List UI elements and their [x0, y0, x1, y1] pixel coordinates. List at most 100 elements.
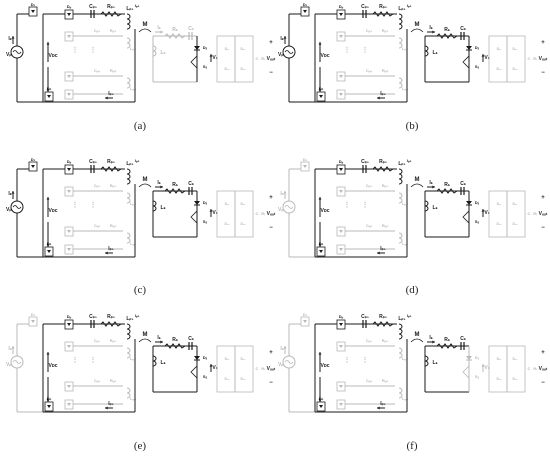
vout-label: Vₒᵤₜ [267, 366, 276, 372]
da-label: Dₐ [475, 45, 480, 50]
cpn-label: Cₚₙ [366, 68, 373, 73]
da-diode [466, 356, 472, 360]
lpn-inductor [398, 387, 403, 399]
dr3-label: Dᵣ₃ [224, 67, 229, 71]
sa-switch-icon [462, 55, 470, 69]
coiln-switch-diode [67, 230, 71, 233]
cp2-label: Cₚ₂ [366, 338, 373, 343]
dn-label: Dₙ [47, 396, 52, 401]
primary-dp-label: Dₚ [67, 159, 72, 164]
rp1-label: Rₚ₁ [107, 159, 115, 165]
rp2-label: Rₚ₂ [110, 28, 117, 33]
coil2-switch-diode [339, 190, 343, 193]
dr3-label: Dᵣ₃ [496, 377, 501, 381]
sa-switch-icon [190, 365, 198, 379]
dr2-label: Dᵣ₂ [513, 47, 518, 51]
mutual-label: M [143, 332, 148, 338]
primary-dp-label: Dₚ [67, 314, 72, 319]
da-diode [466, 46, 472, 50]
lower-switch-dn-diode [47, 95, 51, 98]
vdc-arrow-down-head [46, 89, 50, 92]
lp1-label: Lₚ₁ [398, 6, 405, 12]
lpn-inductor [398, 77, 403, 89]
dr4-label: Dᵣ₄ [240, 377, 245, 381]
vout-label: Vₒᵤₜ [267, 56, 276, 62]
vout-minus: − [269, 225, 273, 231]
da-label: Dₐ [203, 355, 208, 360]
dr1-label: Dᵣ₁ [225, 202, 230, 206]
lower-inner-switch-diode [67, 93, 71, 96]
vdc-arrow-down-head [46, 399, 50, 402]
source-switch-d1-diode [303, 165, 307, 168]
sa-label: Sₐ [203, 64, 208, 69]
lower-inner-switch-diode [67, 403, 71, 406]
lower-switch-dn-diode [319, 405, 323, 408]
cs-label: Cₛ [460, 26, 466, 32]
is-arrow-head [283, 191, 287, 194]
c-label: C [528, 366, 531, 371]
rpn-label: Rₚₙ [110, 223, 117, 228]
rs-label: Rₛ [172, 27, 178, 33]
vdc-arrow-up-head [318, 352, 322, 355]
is2-label: Iₛ [157, 180, 160, 186]
vin-label: Vᵢₙ [6, 52, 12, 58]
rp1-label: Rₚ₁ [379, 314, 387, 320]
cp1-capacitor [90, 165, 95, 173]
vout-label: Vₒᵤₜ [539, 211, 548, 217]
source-switch-d1-diode [31, 320, 35, 323]
ls-inductor [424, 355, 429, 367]
primary-switch-dp-diode [67, 323, 71, 326]
is-arrow-head [283, 36, 287, 39]
rl-label: Rₗ [261, 56, 265, 61]
rp1-label: Rₚ₁ [379, 4, 387, 10]
dots-mid-2: ⋮ [344, 46, 351, 54]
cp1-capacitor [362, 10, 367, 18]
da-label: Dₐ [475, 355, 480, 360]
coil2-switch-diode [67, 190, 71, 193]
source-d1-label: D₁ [303, 312, 308, 317]
vin-label: Vᵢₙ [6, 362, 12, 368]
coiln-switch-diode [339, 385, 343, 388]
primary-switch-dp-diode [67, 13, 71, 16]
cp2-label: Cₚ₂ [94, 28, 101, 33]
ip1-label: Iₚ₁ [108, 246, 114, 252]
cs-capacitor [460, 187, 465, 195]
dr2-label: Dᵣ₂ [513, 357, 518, 361]
vin-wave [12, 50, 22, 54]
ip1-label: Iₚ₁ [108, 401, 114, 407]
dr2-label: Dᵣ₂ [241, 357, 246, 361]
lp2-label: Lₚ₂ [402, 201, 408, 206]
rpn-label: Rₚₙ [110, 68, 117, 73]
source-switch-d1-diode [31, 10, 35, 13]
cp2-label: Cₚ₂ [94, 338, 101, 343]
vdc-label: Vᴅᴄ [321, 208, 330, 214]
rs-resistor [164, 343, 186, 349]
ls-inductor [152, 355, 157, 367]
coupling-arc [138, 338, 152, 343]
lp1-label: Lₚ₁ [126, 316, 133, 322]
dots-mid-2: ⋮ [72, 46, 79, 54]
vout-label: Vₒᵤₜ [539, 56, 548, 62]
source-d1-label: D₁ [303, 2, 308, 7]
da-label: Dₐ [203, 45, 208, 50]
panel-caption-f: (f) [406, 440, 418, 452]
cs-label: Cₛ [188, 336, 194, 342]
panel-caption-a: (a) [133, 120, 147, 132]
cs-capacitor [188, 32, 193, 40]
coil2-switch-diode [339, 345, 343, 348]
vout-plus: + [269, 195, 273, 201]
rs-resistor [164, 188, 186, 194]
coupling-arc [138, 28, 152, 33]
vout-label: Vₒᵤₜ [539, 366, 548, 372]
primary-switch-dp-diode [67, 168, 71, 171]
mutual-label: M [415, 177, 420, 183]
ls-label: Lₛ [161, 50, 166, 56]
lower-switch-dn-diode [319, 250, 323, 253]
lpn-label: Lₚₙ [130, 86, 136, 91]
vdc-arrow-down-head [46, 244, 50, 247]
da-diode [466, 201, 472, 205]
rp1-resistor [100, 321, 122, 327]
